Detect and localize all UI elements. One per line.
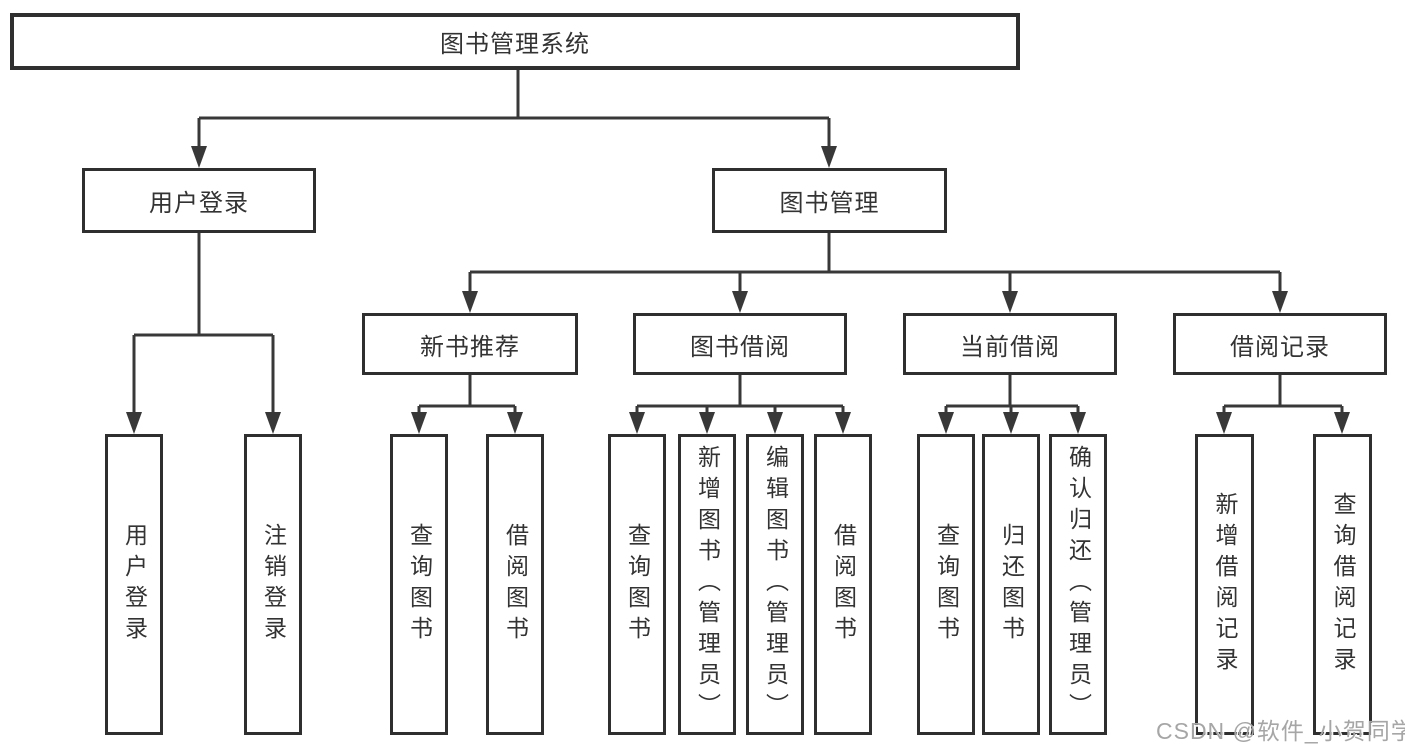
node-label: 用户登录	[121, 522, 148, 647]
node-leaf-bb-borrow-books: 借阅图书	[814, 434, 872, 735]
node-label: 查询图书	[624, 522, 651, 647]
connector-book-borrowing-children	[635, 375, 845, 413]
node-label: 图书管理系统	[440, 31, 590, 58]
node-label: 查询图书	[933, 522, 960, 647]
arrow-down-icon	[1002, 291, 1018, 313]
node-label: 新增借阅记录	[1212, 491, 1238, 678]
arrow-down-icon	[191, 146, 207, 168]
node-leaf-nb-borrow-books: 借阅图书	[486, 434, 544, 735]
node-label: 注销登录	[260, 522, 287, 647]
arrow-down-icon	[699, 412, 715, 434]
arrow-down-icon	[462, 291, 478, 313]
node-leaf-bb-add-books-admin: 新增图书（管理员）	[678, 434, 736, 735]
node-user-login: 用户登录	[82, 168, 316, 233]
node-label: 查询图书	[406, 522, 433, 647]
arrow-down-icon	[1216, 412, 1232, 434]
arrow-down-icon	[1272, 291, 1288, 313]
arrow-down-icon	[411, 412, 427, 434]
connector-new-book-children	[417, 375, 517, 413]
node-label: 新书推荐	[420, 333, 520, 361]
node-label: 归还图书	[998, 522, 1025, 647]
connector-current-borrowing-children	[944, 375, 1080, 413]
arrow-down-icon	[629, 412, 645, 434]
arrow-down-icon	[126, 412, 142, 434]
node-leaf-br-add-record: 新增借阅记录	[1195, 434, 1254, 735]
node-label: 借阅图书	[502, 522, 529, 647]
node-current-borrowing: 当前借阅	[903, 313, 1117, 375]
node-leaf-br-query-record: 查询借阅记录	[1313, 434, 1372, 735]
node-label: 编辑图书（管理员）	[762, 445, 789, 724]
node-leaf-cb-query-books: 查询图书	[917, 434, 975, 735]
node-label: 图书管理	[779, 190, 880, 217]
arrow-down-icon	[821, 146, 837, 168]
node-label: 图书借阅	[690, 333, 790, 361]
node-label: 确认归还（管理员）	[1065, 445, 1092, 724]
node-label: 当前借阅	[960, 333, 1060, 361]
connector-user-login-children	[132, 233, 275, 413]
node-label: 用户登录	[149, 190, 249, 217]
arrow-down-icon	[1003, 412, 1019, 434]
connector-book-management-children	[468, 233, 1282, 292]
connector-borrow-records-children	[1222, 375, 1344, 413]
arrow-down-icon	[835, 412, 851, 434]
arrow-down-icon	[767, 412, 783, 434]
node-leaf-cb-return-books: 归还图书	[982, 434, 1040, 735]
node-leaf-user-login: 用户登录	[105, 434, 163, 735]
node-label: 借阅图书	[830, 522, 857, 647]
node-library-management-system: 图书管理系统	[10, 13, 1020, 70]
arrow-down-icon	[732, 291, 748, 313]
arrow-down-icon	[265, 412, 281, 434]
node-leaf-cb-confirm-return-admin: 确认归还（管理员）	[1049, 434, 1107, 735]
arrow-down-icon	[938, 412, 954, 434]
node-leaf-bb-edit-books-admin: 编辑图书（管理员）	[746, 434, 804, 735]
node-leaf-logout: 注销登录	[244, 434, 302, 735]
node-new-book-recommend: 新书推荐	[362, 313, 578, 375]
node-label: 查询借阅记录	[1330, 491, 1356, 678]
node-book-management: 图书管理	[712, 168, 947, 233]
arrow-down-icon	[507, 412, 523, 434]
node-borrow-records: 借阅记录	[1173, 313, 1387, 375]
node-book-borrowing: 图书借阅	[633, 313, 847, 375]
node-leaf-nb-query-books: 查询图书	[390, 434, 448, 735]
node-label: 借阅记录	[1230, 333, 1330, 361]
arrow-down-icon	[1070, 412, 1086, 434]
connector-root-to-level2	[197, 70, 831, 147]
node-leaf-bb-query-books: 查询图书	[608, 434, 666, 735]
csdn-watermark: CSDN @软件_小贺同学	[1156, 718, 1405, 744]
node-label: 新增图书（管理员）	[694, 445, 721, 724]
arrow-down-icon	[1334, 412, 1350, 434]
